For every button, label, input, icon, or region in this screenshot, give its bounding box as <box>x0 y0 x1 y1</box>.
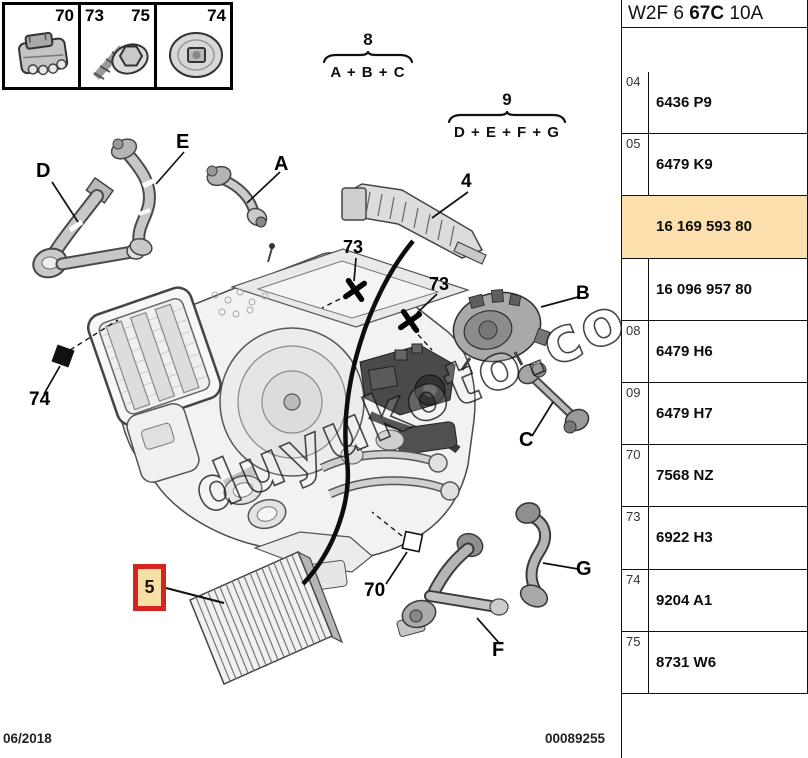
row-ref <box>622 258 649 320</box>
callout-d[interactable]: D <box>36 160 51 182</box>
row-ref: 73 <box>622 507 649 569</box>
table-row[interactable]: 75 8731 W6 <box>622 631 807 694</box>
cabin-filter-part <box>189 550 344 686</box>
part-e-pipe <box>110 138 157 256</box>
page-title: W2F 6 67C 10A <box>622 0 807 28</box>
callout-4[interactable]: 4 <box>461 171 472 192</box>
table-row[interactable]: 70 7568 NZ <box>622 445 807 508</box>
fastener-legend: 70 73 75 74 <box>2 2 233 90</box>
callout-e[interactable]: E <box>176 131 190 153</box>
callout-f[interactable]: F <box>492 639 505 661</box>
row-ref: 70 <box>622 445 649 507</box>
brace-icon <box>447 111 567 123</box>
parts-table-body: W2F 6 67C 10A 04 6436 P9 05 6479 K9 16 1… <box>621 0 808 694</box>
group-9-formula: D + E + F + G <box>454 124 560 141</box>
part-4-duct <box>341 183 487 265</box>
table-footer-space <box>621 694 808 758</box>
legend-label-73: 73 <box>85 6 104 25</box>
group-callout-9[interactable]: 9 D + E + F + G <box>447 90 567 141</box>
part-d-pipe <box>32 176 146 279</box>
clip-icon <box>18 31 69 76</box>
table-spacer <box>622 28 807 72</box>
title-prefix: W2F 6 <box>628 3 690 24</box>
footer-doc-number: 00089255 <box>545 731 606 746</box>
table-row[interactable]: 74 9204 A1 <box>622 569 807 632</box>
clip-position-marker <box>51 344 75 368</box>
row-ref: 05 <box>622 134 649 196</box>
row-ref: 75 <box>622 631 649 693</box>
screw-icon <box>93 43 149 80</box>
row-part: 6479 H6 <box>656 342 713 360</box>
screw-x-mark <box>342 277 423 334</box>
row-ref: 09 <box>622 382 649 445</box>
callout-c[interactable]: C <box>519 429 534 451</box>
clip-square-marker <box>401 530 424 553</box>
row-part: 6479 H7 <box>656 405 713 423</box>
table-row[interactable]: 73 6922 H3 <box>622 507 807 570</box>
callout-73b[interactable]: 73 <box>429 274 450 294</box>
callout-73a[interactable]: 73 <box>343 237 364 257</box>
row-ref: 08 <box>622 320 649 382</box>
row-ref <box>622 196 649 257</box>
intake-grille <box>86 286 222 427</box>
callout-5-selected[interactable]: 5 <box>133 564 166 611</box>
callout-g[interactable]: G <box>576 558 592 580</box>
callout-70[interactable]: 70 <box>364 580 386 601</box>
legend-label-75: 75 <box>131 6 150 25</box>
row-part: 9204 A1 <box>656 591 713 609</box>
title-bold: 67C <box>689 3 725 24</box>
group-9-number: 9 <box>502 90 512 109</box>
legend-label-74: 74 <box>207 6 226 25</box>
row-part: 6922 H3 <box>656 529 713 547</box>
table-row[interactable]: 04 6436 P9 <box>622 72 807 135</box>
table-row[interactable]: 16 096 957 80 <box>622 258 807 321</box>
legend-box-70[interactable]: 70 <box>2 2 81 90</box>
callout-74[interactable]: 74 <box>29 389 51 410</box>
legend-box-74[interactable]: 74 <box>154 2 233 90</box>
title-suffix: 10A <box>724 3 764 24</box>
row-ref: 04 <box>622 72 649 134</box>
callout-5-label: 5 <box>144 577 155 597</box>
group-8-number: 8 <box>363 30 373 49</box>
rivet-icon <box>169 32 223 78</box>
table-row[interactable]: 05 6479 K9 <box>622 134 807 197</box>
routing-curve <box>301 239 415 586</box>
row-part: 16 096 957 80 <box>656 280 752 298</box>
table-row-highlighted[interactable]: 16 169 593 80 <box>622 196 807 259</box>
parts-table: W2F 6 67C 10A 04 6436 P9 05 6479 K9 16 1… <box>621 0 808 758</box>
footer-date: 06/2018 <box>3 731 52 746</box>
part-b-motor <box>452 288 551 371</box>
leader-lines <box>43 151 579 645</box>
part-c-link <box>517 362 590 434</box>
row-part: 6479 K9 <box>656 156 713 174</box>
group-8-formula: A + B + C <box>330 64 406 81</box>
legend-box-73-75[interactable]: 73 75 <box>78 2 157 90</box>
table-row[interactable]: 09 6479 H7 <box>622 382 807 446</box>
part-g-pipe <box>515 502 552 608</box>
callout-a[interactable]: A <box>274 153 289 175</box>
row-part: 16 169 593 80 <box>656 218 752 236</box>
exploded-diagram: duyukoto.com <box>32 138 622 686</box>
table-row[interactable]: 08 6479 H6 <box>622 320 807 383</box>
part-f-pipe <box>396 532 509 637</box>
row-part: 7568 NZ <box>656 467 714 485</box>
group-callout-8[interactable]: 8 A + B + C <box>322 30 414 81</box>
part-a-pipe <box>206 165 268 228</box>
legend-label-70: 70 <box>55 6 74 25</box>
row-part: 8731 W6 <box>656 653 717 671</box>
row-ref: 74 <box>622 569 649 631</box>
brace-icon <box>322 51 414 63</box>
row-part: 6436 P9 <box>656 94 712 112</box>
callout-b[interactable]: B <box>576 283 590 304</box>
